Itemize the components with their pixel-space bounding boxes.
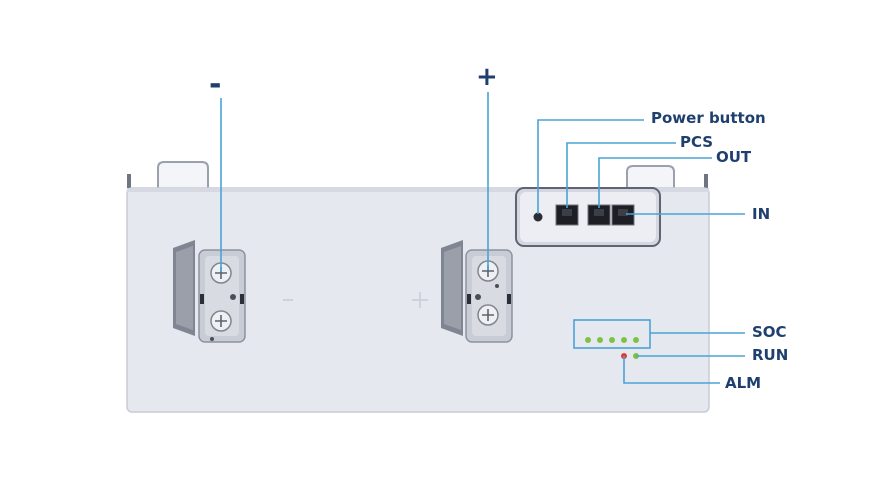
- power-button-icon[interactable]: [533, 212, 543, 222]
- callout-alm: ALM: [725, 374, 762, 392]
- callout-out: OUT: [716, 148, 752, 166]
- soc-led-icon: [585, 337, 591, 343]
- positive-terminal: [441, 240, 513, 343]
- positive-terminal-symbol: +: [476, 62, 498, 92]
- battery-top-edge: [127, 188, 709, 192]
- callout-power-button: Power button: [651, 109, 766, 127]
- soc-led-icon: [609, 337, 615, 343]
- left-post: [127, 174, 131, 192]
- right-handle: [626, 165, 675, 190]
- soc-led-group: [585, 337, 639, 343]
- soc-led-icon: [597, 337, 603, 343]
- left-handle: [157, 161, 209, 190]
- soc-led-icon: [621, 337, 627, 343]
- port-panel: [515, 187, 661, 247]
- negative-terminal-symbol: -: [209, 67, 222, 102]
- callout-soc: SOC: [752, 323, 787, 341]
- leader-lines: [220, 92, 745, 384]
- callout-run: RUN: [752, 346, 789, 364]
- callout-pcs: PCS: [680, 133, 714, 151]
- panel-plus-mark: [412, 292, 428, 308]
- soc-led-icon: [633, 337, 639, 343]
- right-post: [704, 174, 708, 192]
- callout-in: IN: [752, 205, 771, 223]
- negative-terminal: [173, 240, 246, 343]
